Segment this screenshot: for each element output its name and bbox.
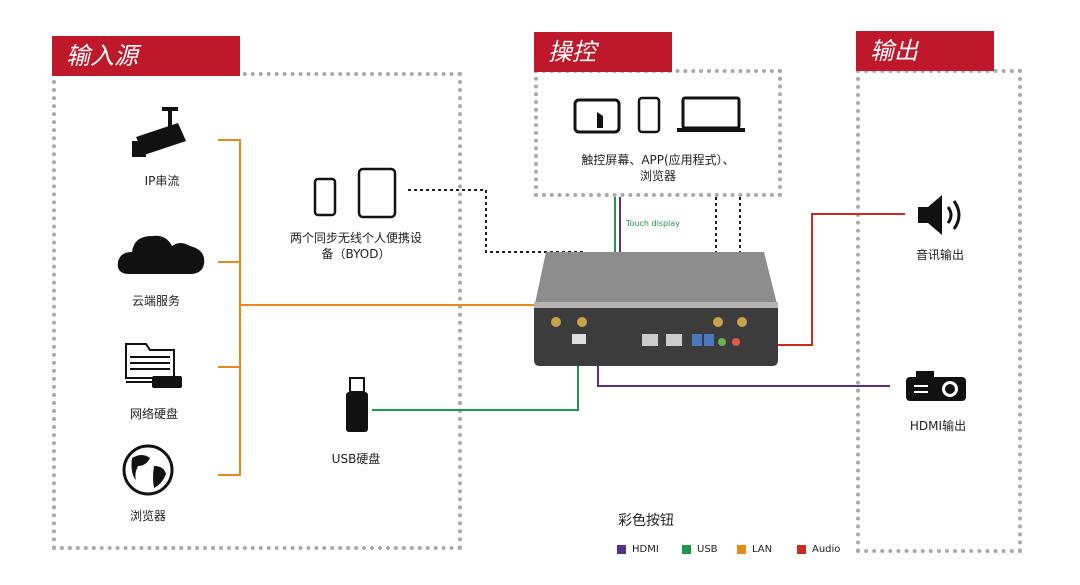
- projector-icon: [906, 371, 966, 401]
- ip-camera-icon: [132, 107, 186, 157]
- input-section-box: [52, 72, 462, 550]
- browser-label: 浏览器: [129, 509, 166, 523]
- legend-item: Audio: [797, 544, 840, 555]
- usb-drive-wire: [372, 352, 579, 411]
- control-caption: 触控屏幕、APP(应用程式）、浏览器: [581, 153, 735, 183]
- legend-swatch: [737, 545, 746, 554]
- legend-label: USB: [697, 544, 718, 555]
- control-section-title: 操控: [534, 32, 672, 72]
- output-section-title: 输出: [856, 31, 994, 71]
- output-section-box: [856, 69, 1022, 553]
- audio-output-label: 音讯输出: [915, 248, 964, 262]
- legend-title: 彩色按钮: [618, 513, 674, 529]
- speaker-icon: [918, 195, 961, 235]
- cloud-icon: [117, 235, 205, 274]
- legend-item: LAN: [737, 544, 772, 555]
- legend-label: Audio: [812, 544, 841, 555]
- legend-label: LAN: [752, 544, 773, 555]
- legend-swatch: [682, 545, 691, 554]
- hdmi-output-label: HDMI输出: [909, 419, 967, 433]
- network-drive-label: 网络硬盘: [129, 407, 178, 421]
- network-drive-icon: [125, 343, 182, 388]
- legend-label: HDMI: [632, 544, 659, 555]
- globe-icon: [122, 444, 174, 496]
- input-section-title: 输入源: [52, 36, 240, 76]
- byod-label: 两个同步无线个人便携设备（BYOD）: [289, 231, 422, 261]
- usb-drive-label: USB硬盘: [331, 452, 381, 466]
- control-devices-icon: [573, 96, 745, 134]
- legend-swatch: [617, 545, 626, 554]
- touch-display-label: Touch display: [626, 219, 680, 228]
- byod-devices-icon: [313, 167, 397, 219]
- usb-drive-icon: [346, 377, 368, 432]
- ip-stream-label: IP串流: [144, 174, 180, 188]
- media-player-device: [534, 252, 778, 366]
- legend-swatch: [797, 545, 806, 554]
- cloud-label: 云端服务: [131, 294, 180, 308]
- legend-item: HDMI: [617, 544, 659, 555]
- legend-item: USB: [682, 544, 718, 555]
